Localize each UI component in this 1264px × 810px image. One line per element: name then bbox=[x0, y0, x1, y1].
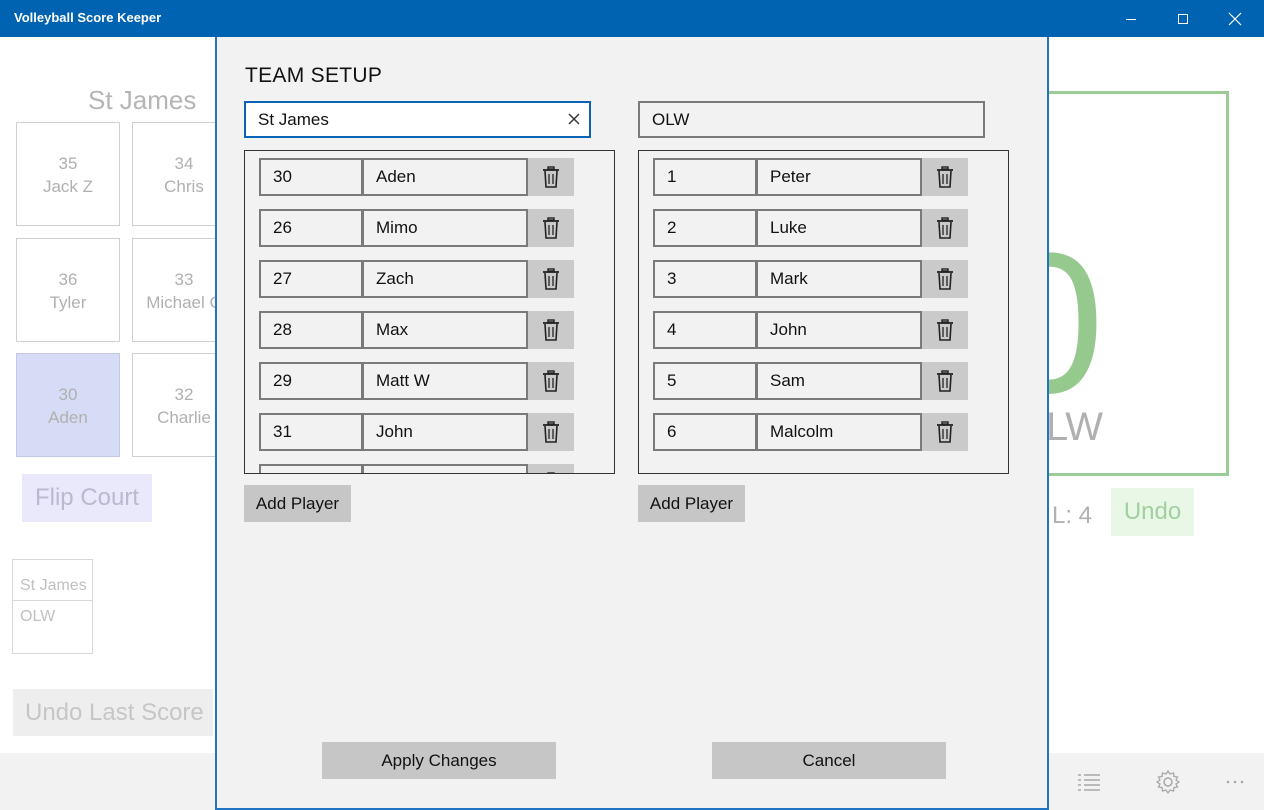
window-title: Volleyball Score Keeper bbox=[14, 10, 162, 25]
court-player-tile[interactable]: 35 Jack Z bbox=[16, 122, 120, 226]
close-button[interactable] bbox=[1212, 0, 1258, 37]
trash-icon bbox=[937, 421, 953, 443]
player-name-field[interactable]: Aden bbox=[362, 158, 528, 196]
delete-player-button[interactable] bbox=[922, 362, 968, 400]
delete-player-button[interactable] bbox=[528, 464, 574, 473]
team-name-heading: St James bbox=[88, 85, 197, 115]
undo-button[interactable]: Undo bbox=[1111, 488, 1194, 536]
delete-player-button[interactable] bbox=[922, 260, 968, 298]
player-number-field[interactable]: 2 bbox=[653, 209, 757, 247]
list-item: 2 Luke bbox=[653, 209, 969, 247]
mini-scoreboard: St James OLW bbox=[12, 559, 93, 654]
player-number-field[interactable]: 4 bbox=[653, 311, 757, 349]
player-name-field[interactable]: Matt W bbox=[362, 362, 528, 400]
player-name-field[interactable]: Zach bbox=[362, 260, 528, 298]
player-name-field[interactable]: John bbox=[362, 413, 528, 451]
player-name-field[interactable]: Mimo bbox=[362, 209, 528, 247]
player-number-field[interactable]: 29 bbox=[259, 362, 363, 400]
delete-player-button[interactable] bbox=[528, 362, 574, 400]
list-item: 30 Aden bbox=[259, 158, 575, 196]
player-number-field[interactable]: 3 bbox=[653, 260, 757, 298]
trash-icon bbox=[543, 268, 559, 290]
list-item: 5 Sam bbox=[653, 362, 969, 400]
minimize-button[interactable] bbox=[1108, 0, 1154, 37]
score-label: L: 4 bbox=[1052, 502, 1093, 529]
trash-icon bbox=[543, 421, 559, 443]
team-setup-dialog: TEAM SETUP St James 30 Aden 26 Mimo 27 Z… bbox=[215, 37, 1049, 810]
player-number-field[interactable]: 31 bbox=[259, 413, 363, 451]
list-item: 27 Zach bbox=[259, 260, 575, 298]
trash-icon bbox=[543, 166, 559, 188]
list-item: 4 John bbox=[653, 311, 969, 349]
list-item: 31 John bbox=[259, 413, 575, 451]
trash-icon bbox=[543, 319, 559, 341]
delete-player-button[interactable] bbox=[528, 311, 574, 349]
list-item: 3 Mark bbox=[653, 260, 969, 298]
trash-icon bbox=[937, 166, 953, 188]
list-item: 1 Peter bbox=[653, 158, 969, 196]
player-number-field[interactable]: 30 bbox=[259, 158, 363, 196]
player-number-field[interactable]: 6 bbox=[653, 413, 757, 451]
trash-icon bbox=[937, 217, 953, 239]
list-item: 6 Malcolm bbox=[653, 413, 969, 451]
delete-player-button[interactable] bbox=[922, 413, 968, 451]
player-name-field[interactable]: Max bbox=[362, 311, 528, 349]
delete-player-button[interactable] bbox=[528, 158, 574, 196]
maximize-button[interactable] bbox=[1160, 0, 1206, 37]
player-name-field[interactable] bbox=[362, 464, 528, 473]
trash-icon bbox=[937, 319, 953, 341]
team1-roster-list[interactable]: 30 Aden 26 Mimo 27 Zach 28 Max 29 Matt W… bbox=[244, 150, 615, 474]
delete-player-button[interactable] bbox=[922, 311, 968, 349]
delete-player-button[interactable] bbox=[528, 209, 574, 247]
list-icon[interactable] bbox=[1074, 767, 1104, 797]
court-player-tile[interactable]: 36 Tyler bbox=[16, 238, 120, 342]
player-number-field[interactable]: 26 bbox=[259, 209, 363, 247]
trash-icon bbox=[937, 268, 953, 290]
minimize-icon bbox=[1126, 18, 1136, 20]
player-name-field[interactable]: Sam bbox=[756, 362, 922, 400]
player-number-field[interactable]: 5 bbox=[653, 362, 757, 400]
team1-name-input[interactable]: St James bbox=[244, 101, 591, 138]
player-name-field[interactable]: Peter bbox=[756, 158, 922, 196]
undo-last-score-button[interactable]: Undo Last Score bbox=[13, 689, 213, 736]
player-name-field[interactable]: Mark bbox=[756, 260, 922, 298]
maximize-icon bbox=[1178, 13, 1188, 24]
player-number-field[interactable]: 27 bbox=[259, 260, 363, 298]
gear-icon[interactable] bbox=[1153, 767, 1183, 797]
list-item: 29 Matt W bbox=[259, 362, 575, 400]
delete-player-button[interactable] bbox=[922, 209, 968, 247]
list-item: 28 Max bbox=[259, 311, 575, 349]
player-number-field[interactable]: 1 bbox=[653, 158, 757, 196]
team2-roster-list[interactable]: 1 Peter 2 Luke 3 Mark 4 John 5 Sam 6 Mal… bbox=[638, 150, 1009, 474]
more-icon[interactable] bbox=[1220, 767, 1250, 797]
trash-icon bbox=[543, 217, 559, 239]
score-team-name: LW bbox=[1046, 405, 1104, 449]
team2-name-input[interactable]: OLW bbox=[638, 101, 985, 138]
trash-icon bbox=[547, 472, 555, 473]
player-name-field[interactable]: Luke bbox=[756, 209, 922, 247]
delete-player-button[interactable] bbox=[528, 260, 574, 298]
list-item bbox=[259, 464, 575, 473]
clear-icon[interactable] bbox=[567, 112, 581, 126]
player-number-field[interactable] bbox=[259, 464, 363, 473]
court-player-tile-selected[interactable]: 30 Aden bbox=[16, 353, 120, 457]
cancel-button[interactable]: Cancel bbox=[712, 742, 946, 779]
title-bar: Volleyball Score Keeper bbox=[0, 0, 1264, 37]
apply-changes-button[interactable]: Apply Changes bbox=[322, 742, 556, 779]
dialog-title: TEAM SETUP bbox=[245, 64, 383, 87]
mini-score-team2: OLW bbox=[20, 608, 56, 625]
player-number-field[interactable]: 28 bbox=[259, 311, 363, 349]
delete-player-button[interactable] bbox=[528, 413, 574, 451]
delete-player-button[interactable] bbox=[922, 158, 968, 196]
team2-add-player-button[interactable]: Add Player bbox=[638, 485, 745, 522]
close-icon bbox=[1228, 12, 1242, 25]
trash-icon bbox=[937, 370, 953, 392]
list-item: 26 Mimo bbox=[259, 209, 575, 247]
team1-add-player-button[interactable]: Add Player bbox=[244, 485, 351, 522]
player-name-field[interactable]: John bbox=[756, 311, 922, 349]
trash-icon bbox=[543, 370, 559, 392]
player-name-field[interactable]: Malcolm bbox=[756, 413, 922, 451]
mini-score-team1: St James bbox=[13, 560, 92, 601]
flip-court-button[interactable]: Flip Court bbox=[22, 474, 152, 522]
